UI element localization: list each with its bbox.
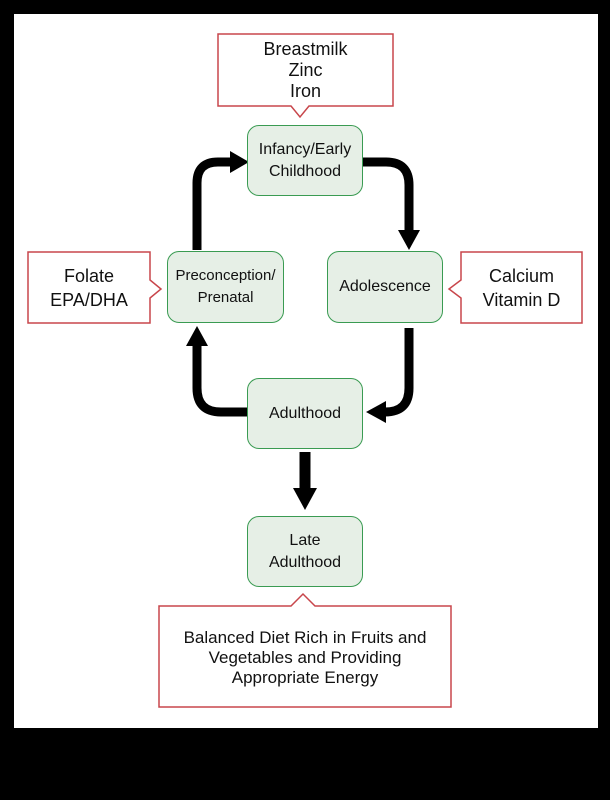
stage-infancy-early-childhood: Infancy/Early Childhood: [247, 125, 363, 196]
callout-preconception-line-2: EPA/DHA: [50, 289, 128, 310]
callout-preconception-line-1: Folate: [63, 265, 115, 286]
stage-adulthood: Adulthood: [247, 378, 363, 449]
callout-adolescence-text: Calcium Vitamin D: [461, 254, 582, 321]
stage-late-adulthood-line-2: Adulthood: [268, 553, 342, 571]
callout-late-adulthood-line-3: Appropriate Energy: [231, 667, 379, 687]
stage-preconception-prenatal: Preconception/ Prenatal: [167, 251, 284, 323]
callout-infancy-line-3: Iron: [289, 80, 322, 101]
stage-adulthood-line-1: Adulthood: [268, 404, 342, 422]
callout-adolescence-line-2: Vitamin D: [482, 289, 561, 310]
callout-infancy-line-2: Zinc: [288, 59, 323, 80]
callout-infancy-text: Breastmilk Zinc Iron: [218, 36, 393, 104]
stage-late-adulthood-line-1: Late: [289, 531, 321, 549]
callout-adolescence-line-1: Calcium: [488, 265, 554, 286]
stage-late-adulthood: Late Adulthood: [247, 516, 363, 587]
callout-late-adulthood-line-1: Balanced Diet Rich in Fruits and: [183, 627, 427, 647]
callout-infancy-line-1: Breastmilk: [263, 38, 348, 59]
stage-infancy-line-1: Infancy/Early: [258, 140, 352, 158]
stage-adolescence: Adolescence: [327, 251, 443, 323]
stage-preconception-line-1: Preconception/: [175, 267, 276, 284]
callout-late-adulthood-line-2: Vegetables and Providing: [208, 647, 402, 667]
callout-late-adulthood-text: Balanced Diet Rich in Fruits and Vegetab…: [159, 610, 451, 705]
stage-preconception-line-2: Prenatal: [197, 289, 254, 306]
stage-adolescence-line-1: Adolescence: [339, 278, 431, 295]
callout-preconception-text: Folate EPA/DHA: [28, 254, 150, 321]
stage-infancy-line-2: Childhood: [268, 162, 342, 180]
